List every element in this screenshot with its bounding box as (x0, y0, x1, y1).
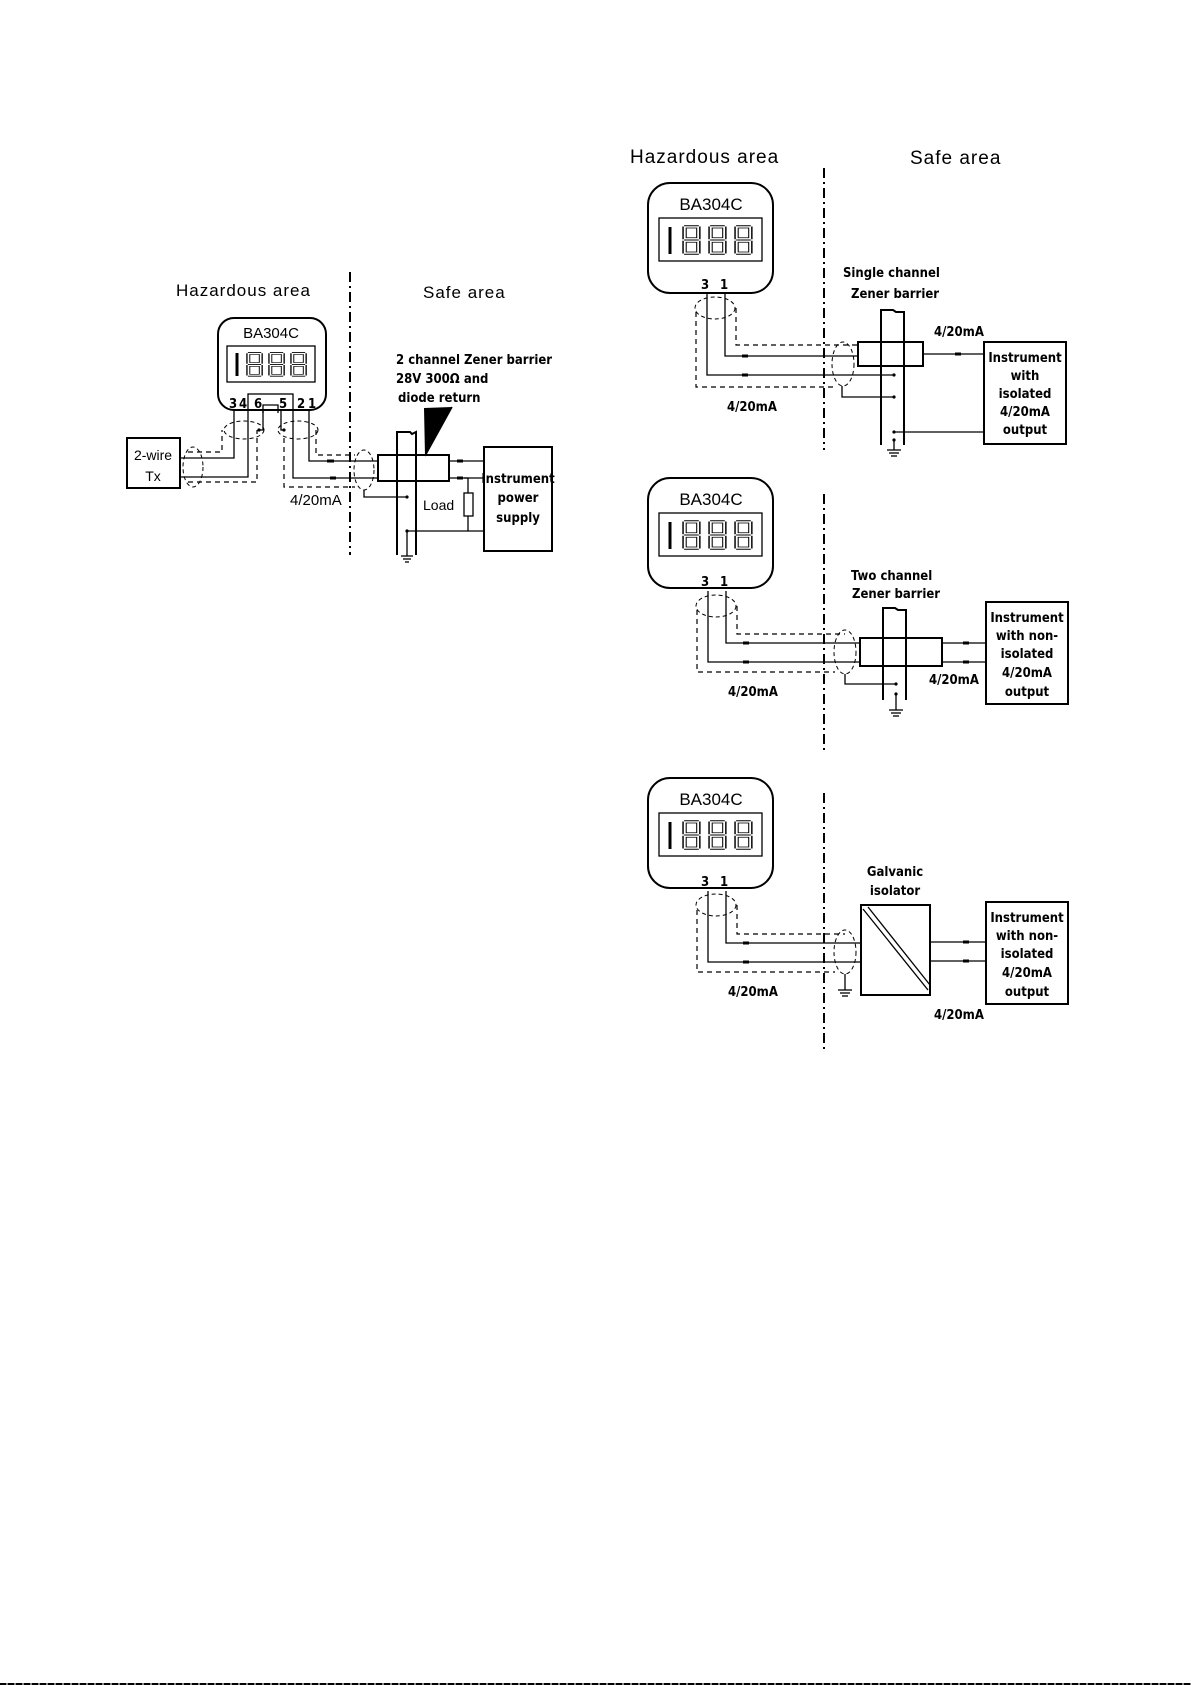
signal-label-safe: 4/20mA (934, 325, 984, 340)
isolator-label-line1: Galvanic (867, 865, 923, 880)
barrier-label-line2: Zener barrier (851, 287, 939, 302)
display-digits (235, 351, 307, 377)
indicator-model-label: BA304C (679, 490, 742, 509)
isolator-label-line2: isolator (870, 884, 921, 899)
instrument-line4: 4/20mA (1002, 666, 1052, 681)
wire-term2 (292, 410, 378, 479)
terminal-link-box (247, 393, 294, 411)
instrument-line4: 4/20mA (1000, 405, 1050, 420)
hazardous-area-label: Hazardous area (176, 281, 311, 300)
terminal-4: 4 (239, 397, 247, 412)
instrument-line1: Instrument (990, 911, 1064, 926)
instrument-power-supply: Instrument power supply (481, 446, 555, 552)
barrier-note-line1: 2 channel Zener barrier (396, 353, 552, 368)
signal-label-hazard: 4/20mA (727, 400, 777, 415)
safe-area-label: Safe area (423, 283, 506, 302)
signal-label-safe: 4/20mA (929, 673, 979, 688)
instrument-line2: with non- (996, 929, 1058, 944)
cable-screen-barrier (353, 449, 375, 491)
terminal-3: 3 (701, 278, 709, 293)
indicator-ba304c: BA304C 3 1 (647, 182, 774, 294)
indicator-model-label: BA304C (679, 195, 742, 214)
barrier-label-line1: Two channel (851, 569, 932, 584)
galvanic-isolator (860, 904, 931, 996)
instrument-line5: output (1005, 985, 1050, 1000)
safe-area-label: Safe area (910, 148, 1001, 169)
signal-label-safe: 4/20mA (934, 1008, 984, 1023)
signal-label-hazard: 4/20mA (728, 685, 778, 700)
barrier-label-line2: Zener barrier (852, 587, 940, 602)
signal-label: 4/20mA (290, 492, 342, 509)
transmitter-label-line1: 2-wire (134, 447, 172, 463)
indicator-ba304c: BA304C 3 1 (647, 777, 774, 890)
terminal-1: 1 (720, 875, 728, 890)
instrument-line2: with non- (996, 629, 1058, 644)
indicator-model-label: BA304C (243, 325, 299, 342)
indicator-ba304c: BA304C 3 4 6 5 2 1 (217, 317, 327, 413)
wire-term1 (308, 410, 378, 462)
barrier-note-line2: 28V 300Ω and (396, 372, 488, 387)
terminal-5: 5 (279, 397, 287, 412)
screen-tx-2 (188, 430, 258, 483)
zener-barrier-single (857, 309, 924, 457)
instrument-line3: isolated (1001, 947, 1054, 962)
terminal-3: 3 (229, 397, 237, 412)
instrument-non-isolated-output: Instrument with non- isolated 4/20mA out… (985, 601, 1069, 705)
instrument-non-isolated-output: Instrument with non- isolated 4/20mA out… (985, 901, 1069, 1005)
diagram-right-3: BA304C 3 1 4/20mA Galvanic isolator (647, 777, 1069, 1052)
zener-barrier-2ch (377, 430, 450, 563)
instrument-line1: Instrument (990, 611, 1064, 626)
terminal-2: 2 (297, 397, 305, 412)
instrument-isolated-output: Instrument with isolated 4/20mA output (983, 341, 1067, 445)
instrument-line4: 4/20mA (1002, 966, 1052, 981)
diagram-left: Hazardous area Safe area BA304C 3 4 6 5 … (126, 272, 555, 563)
instrument-line3: isolated (1001, 647, 1054, 662)
hazardous-area-label: Hazardous area (630, 147, 779, 168)
screen-tx-1 (188, 430, 223, 453)
wire-tx-plus (180, 410, 235, 459)
signal-label-hazard: 4/20mA (728, 985, 778, 1000)
indicator-display (226, 345, 316, 383)
terminal-1: 1 (308, 397, 316, 412)
power-supply-line2: power (498, 491, 539, 506)
indicator-model-label: BA304C (679, 790, 742, 809)
cable-screen-tx (182, 446, 204, 488)
cable-screen-indicator-left (223, 420, 265, 440)
barrier-note-line3: diode return (398, 391, 481, 406)
cable-screen-indicator-right (277, 420, 319, 440)
instrument-line3: isolated (999, 387, 1052, 402)
instrument-line1: Instrument (988, 351, 1062, 366)
instrument-line5: output (1003, 423, 1048, 438)
power-supply-line1: Instrument (481, 472, 555, 487)
terminal-1: 1 (720, 278, 728, 293)
terminal-1: 1 (720, 575, 728, 590)
terminal-3: 3 (701, 875, 709, 890)
load-label: Load (423, 497, 454, 513)
power-supply-line3: supply (496, 511, 540, 526)
barrier-label-line1: Single channel (843, 266, 940, 281)
instrument-line5: output (1005, 685, 1050, 700)
load-resistor (463, 492, 474, 517)
screen-barrier-2 (283, 438, 355, 488)
diagram-right-1: Hazardous area Safe area BA304C 3 1 4/20… (630, 147, 1067, 457)
instrument-line2: with (1011, 369, 1040, 384)
transmitter-label-line2: Tx (145, 468, 161, 484)
scan-edge-line (0, 1683, 1191, 1685)
terminal-3: 3 (701, 575, 709, 590)
two-wire-transmitter: 2-wire Tx (126, 437, 181, 489)
zener-barrier-two-channel (859, 607, 943, 717)
indicator-ba304c: BA304C 3 1 (647, 477, 774, 590)
wire-tx-minus (180, 410, 249, 478)
terminal-6: 6 (254, 397, 262, 412)
diagram-right-2: BA304C 3 1 4/20mA Two channel (647, 477, 1069, 750)
